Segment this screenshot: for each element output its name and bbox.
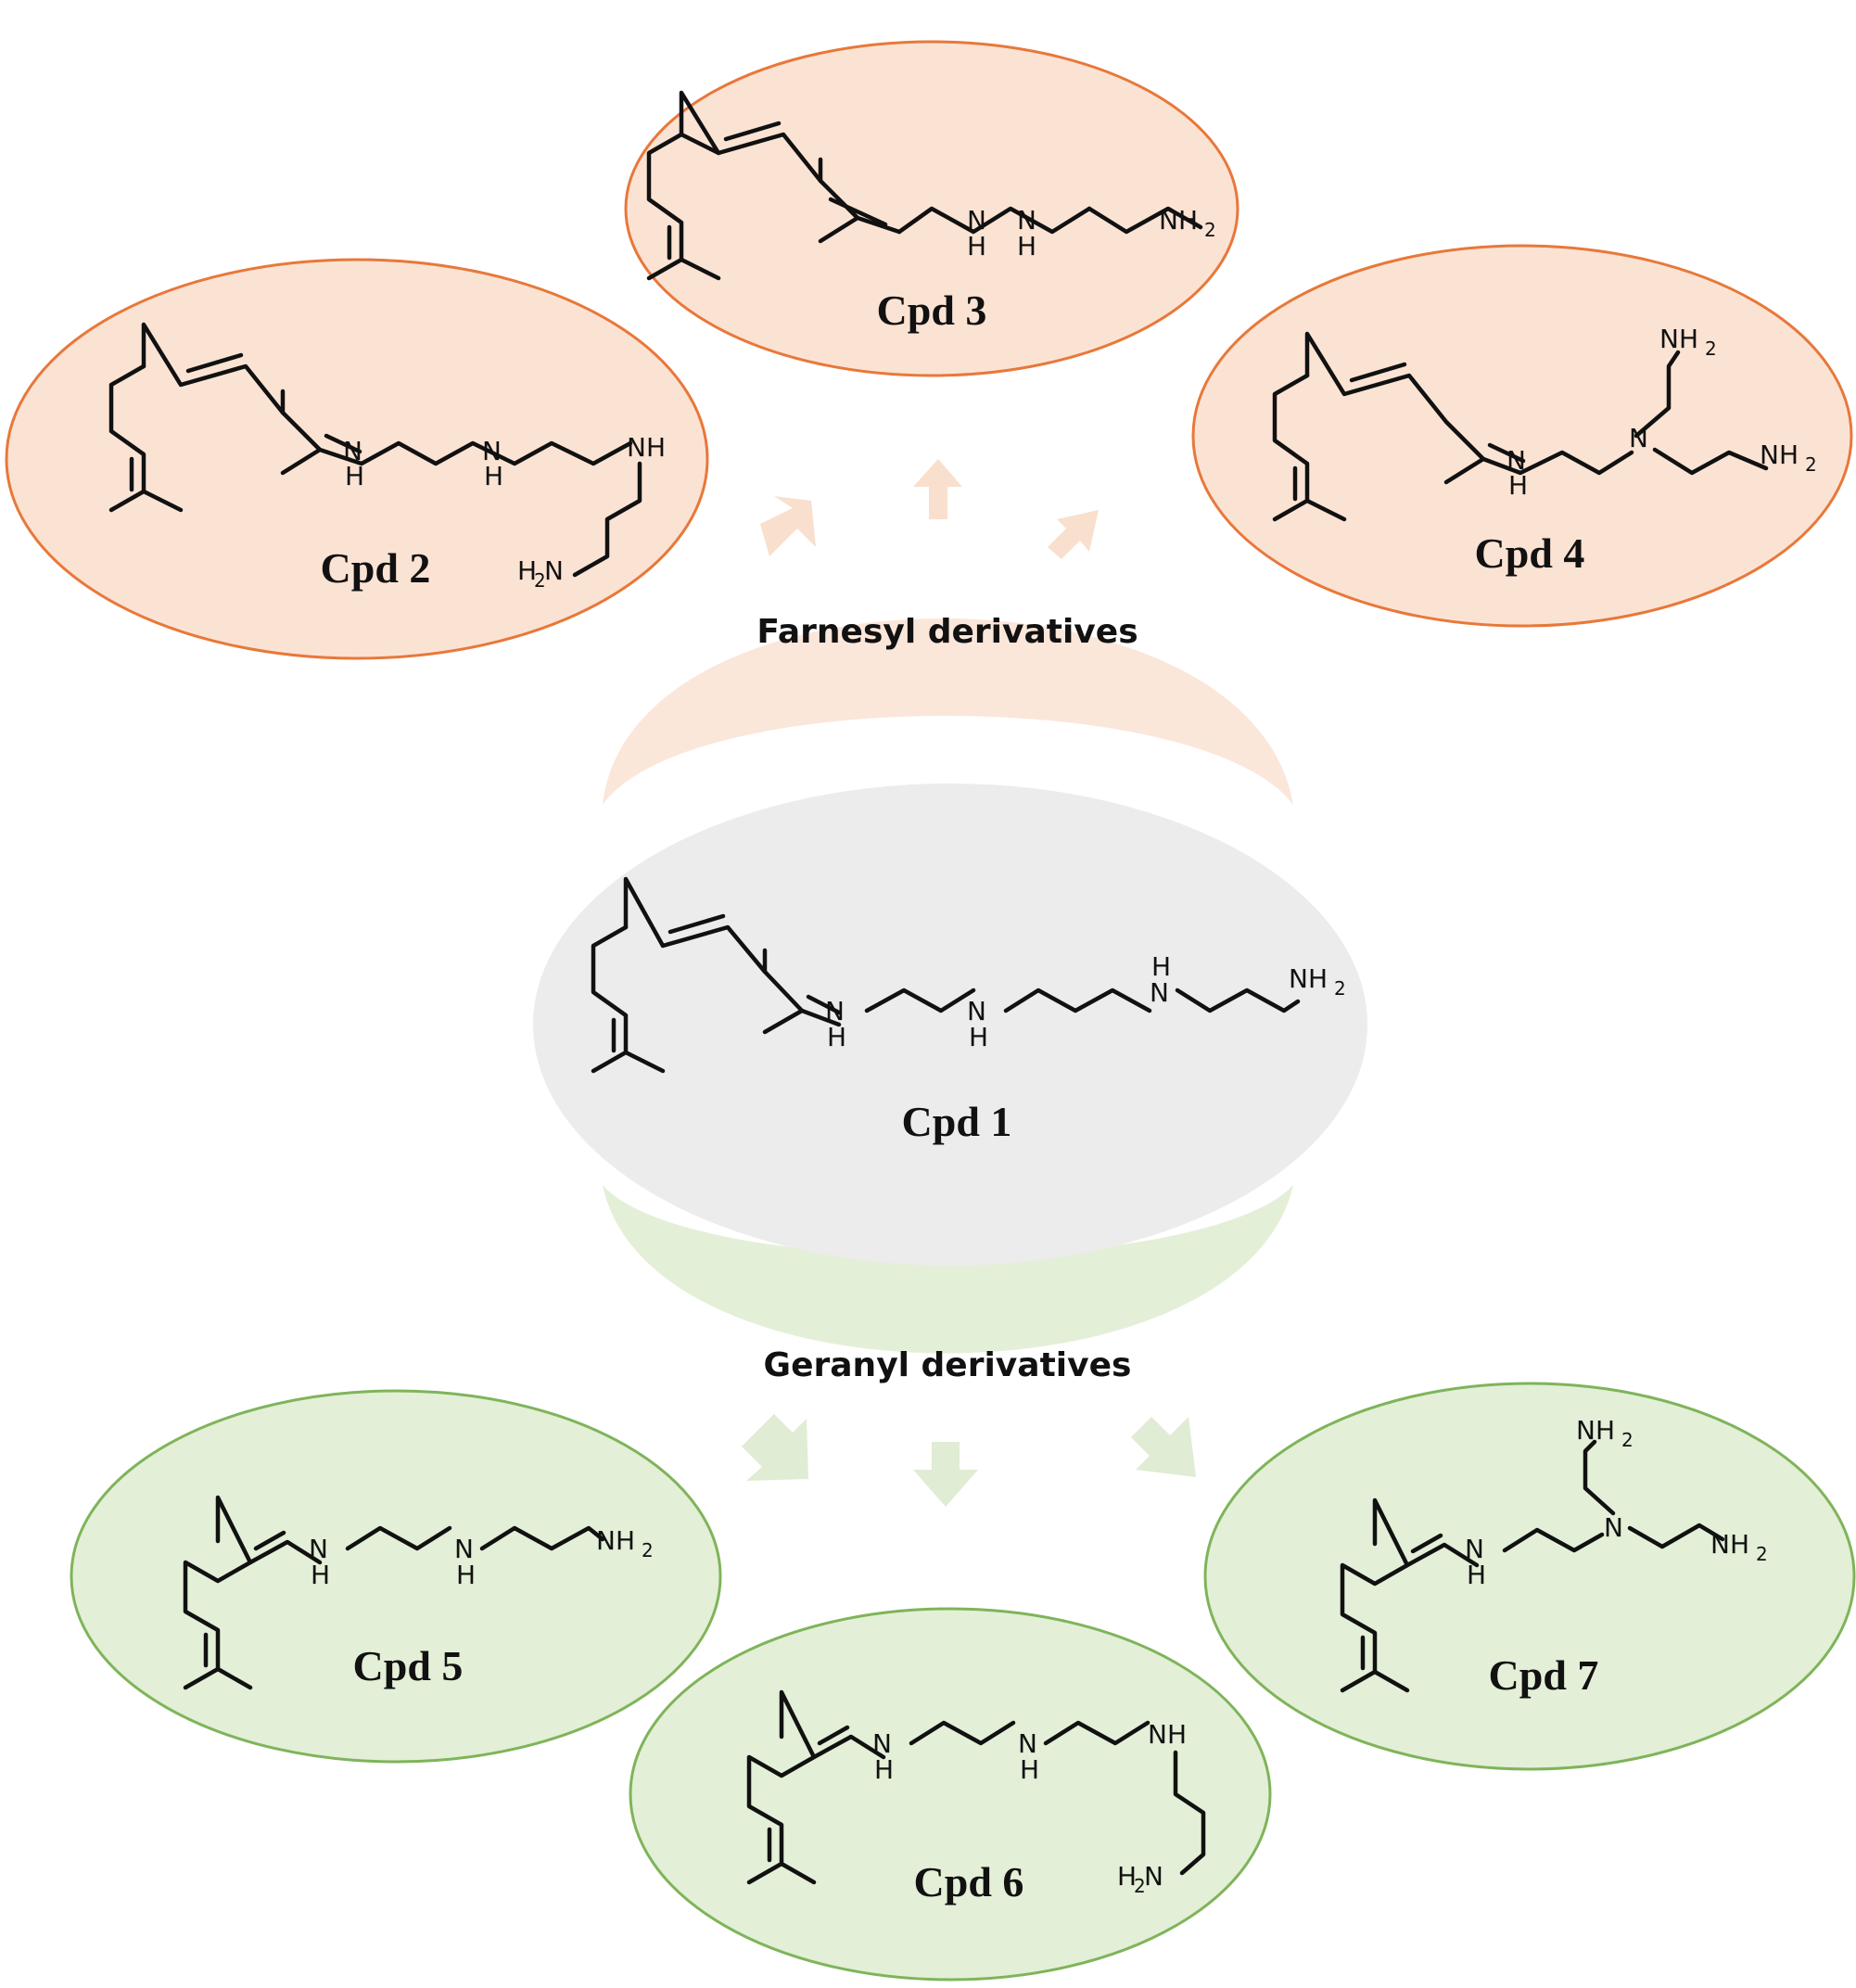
atom-subscript: 2	[1621, 1429, 1634, 1451]
cpd4-ellipse	[1191, 244, 1853, 628]
geranyl-arc	[603, 1185, 1293, 1354]
atom-nh2: NH	[1710, 1529, 1749, 1560]
cpd2-structure: N H N H N H H 2 N	[108, 322, 666, 592]
atom-n: N	[309, 1534, 328, 1564]
farnesyl-arc	[603, 618, 1293, 805]
atom-nh2: NH	[1159, 205, 1198, 236]
atom-h: H	[1508, 470, 1528, 501]
atom-h: H	[1467, 1560, 1486, 1590]
atom-nh2: NH	[1659, 324, 1698, 354]
atom-n: N	[967, 205, 986, 236]
atom-subscript: 2	[1134, 1875, 1146, 1897]
atom-n: N	[1018, 1728, 1037, 1759]
atom-h2n: H	[517, 555, 537, 586]
atom-n: N	[825, 996, 845, 1026]
arrow-farnesyl-up	[913, 459, 962, 519]
cpd6-label: Cpd 6	[914, 1858, 1024, 1905]
atom-h: H	[484, 461, 503, 491]
atom-n: N	[1629, 423, 1648, 453]
atom-h: H	[1017, 231, 1036, 261]
cpd6-structure: N H N H N H H 2 N	[746, 1689, 1206, 1897]
arrow-geranyl-right	[1131, 1417, 1196, 1477]
atom-h: H	[345, 461, 364, 491]
atom-nh2: NH	[1760, 440, 1799, 470]
cpd3-label: Cpd 3	[877, 287, 987, 334]
arrow-farnesyl-right	[1048, 510, 1099, 559]
cpd2-label: Cpd 2	[321, 544, 431, 592]
atom-n: N	[872, 1728, 892, 1759]
atom-h: H	[969, 1022, 988, 1052]
atom-n: N	[627, 432, 646, 463]
atom-subscript: 2	[1705, 338, 1717, 360]
geranyl-group-label: Geranyl derivatives	[764, 1346, 1132, 1384]
atom-h2n: H	[1117, 1861, 1137, 1892]
atom-subscript: 2	[1805, 453, 1817, 476]
atom-n: N	[343, 436, 362, 466]
cpd3-structure: N H N H NH 2	[646, 90, 1216, 281]
arrow-geranyl-down	[913, 1442, 978, 1507]
atom-nh2: NH	[1289, 963, 1328, 994]
cpd4-structure: N H N NH 2 NH 2	[1272, 324, 1817, 522]
cpd1-structure: N H N H N H NH 2	[591, 876, 1346, 1074]
atom-h: H	[1167, 1719, 1187, 1750]
atom-n: N	[1144, 1861, 1163, 1892]
atom-nh2: NH	[1576, 1415, 1615, 1446]
atom-h: H	[874, 1754, 894, 1785]
atom-subscript: 2	[534, 569, 546, 592]
atom-n: N	[1017, 205, 1036, 236]
atom-n: N	[1604, 1512, 1623, 1543]
atom-n: N	[544, 555, 564, 586]
cpd6-ellipse	[629, 1607, 1272, 1982]
cpd1-label: Cpd 1	[902, 1098, 1012, 1145]
atom-n: N	[967, 996, 986, 1026]
cpd1-ellipse	[533, 784, 1367, 1266]
atom-h: H	[1151, 951, 1171, 982]
cpd7-label: Cpd 7	[1489, 1651, 1599, 1699]
cpd7-structure: N H N NH 2 NH 2	[1340, 1415, 1768, 1693]
cpd2-ellipse	[5, 258, 709, 660]
atom-h: H	[311, 1560, 330, 1590]
atom-n: N	[1506, 445, 1526, 476]
atom-n: N	[1465, 1534, 1484, 1564]
arrow-geranyl-left	[742, 1414, 808, 1481]
atom-h: H	[827, 1022, 846, 1052]
atom-n: N	[1150, 977, 1169, 1008]
atom-subscript: 2	[1756, 1543, 1768, 1565]
atom-h: H	[1020, 1754, 1039, 1785]
atom-subscript: 2	[1334, 977, 1346, 1000]
cpd5-label: Cpd 5	[353, 1642, 464, 1689]
cpd5-structure: N H N H NH 2	[183, 1495, 654, 1690]
arrow-farnesyl-left	[760, 496, 816, 556]
cpd5-ellipse	[70, 1389, 722, 1764]
atom-n: N	[454, 1534, 474, 1564]
cpd4-label: Cpd 4	[1475, 529, 1585, 577]
atom-h: H	[646, 432, 666, 463]
atom-n: N	[482, 436, 502, 466]
atom-subscript: 2	[642, 1539, 654, 1561]
atom-h: H	[456, 1560, 476, 1590]
farnesyl-group-label: Farnesyl derivatives	[756, 613, 1138, 651]
atom-n: N	[1148, 1719, 1167, 1750]
cpd7-ellipse	[1203, 1382, 1856, 1771]
atom-nh2: NH	[596, 1525, 635, 1556]
atom-subscript: 2	[1204, 219, 1216, 241]
atom-h: H	[967, 231, 986, 261]
